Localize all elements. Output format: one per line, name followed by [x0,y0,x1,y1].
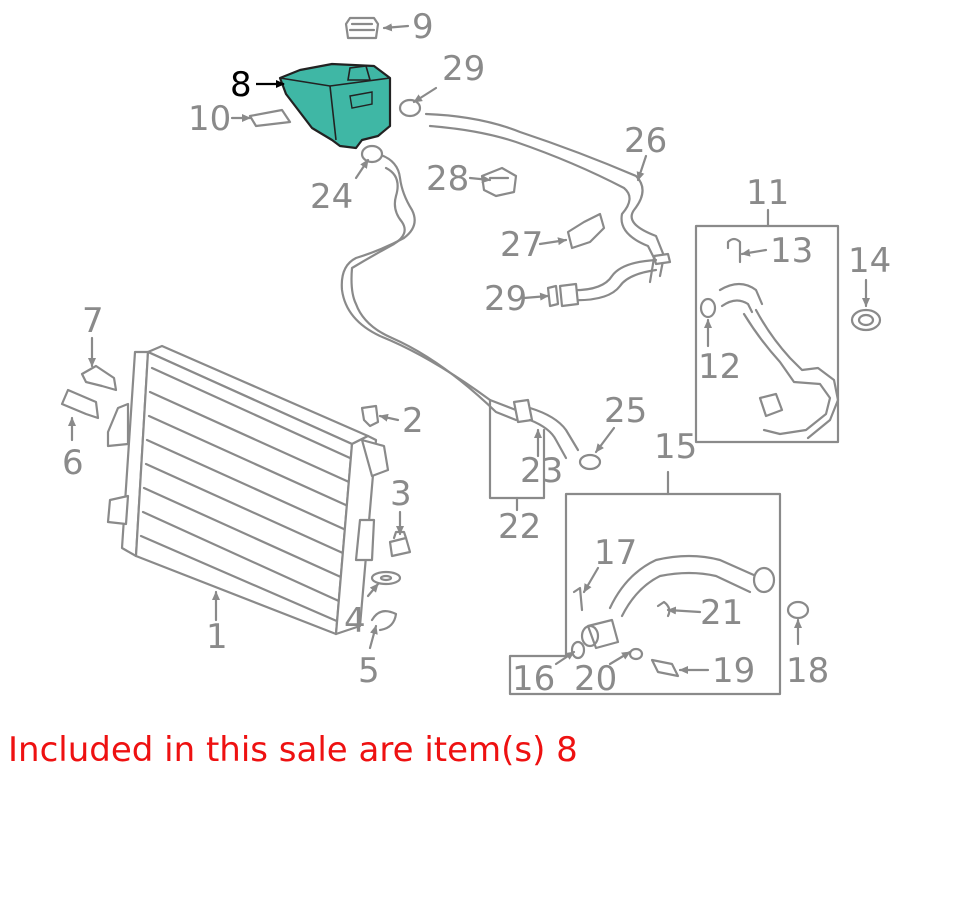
hose-system [340,98,672,471]
part-27-bracket [566,212,606,250]
callout-4: 4 [344,601,366,641]
callout-24: 24 [310,177,353,217]
bracket-22 [488,398,546,512]
callout-7: 7 [82,301,104,341]
callout-5: 5 [358,651,380,691]
callout-8: 8 [230,65,252,105]
callout-27: 27 [500,225,543,265]
part-7-bracket [80,364,118,392]
callout-19: 19 [712,651,755,691]
part-9-cap [344,16,380,40]
callout-1: 1 [206,617,228,657]
callout-28: 28 [426,159,469,199]
leader-arrows [68,23,870,674]
coolant-reservoir-part-8 [278,62,392,150]
callout-26: 26 [624,121,667,161]
callout-17: 17 [594,533,637,573]
callout-23: 23 [520,451,563,491]
callout-13: 13 [770,231,813,271]
callout-6: 6 [62,443,84,483]
callout-18: 18 [786,651,829,691]
callout-22: 22 [498,507,541,547]
part-29-clip [546,284,560,308]
part-10-bracket [248,108,292,128]
callout-2: 2 [402,401,424,441]
callout-12: 12 [698,347,741,387]
callout-3: 3 [390,474,412,514]
sale-caption: Included in this sale are item(s) 8 [8,730,578,770]
part-6-bracket [60,388,100,420]
part-3-grommet [388,530,412,558]
callout-29-lower: 29 [484,279,527,319]
group-11-box [694,208,840,444]
callout-29-upper: 29 [442,49,485,89]
part-28-clamp [480,166,518,198]
callout-labels: 1 2 3 4 5 6 7 8 9 10 11 12 13 14 15 16 1… [62,7,891,699]
callout-21: 21 [700,593,743,633]
callout-25: 25 [604,391,647,431]
callout-20: 20 [574,659,617,699]
part-2-clip [360,404,380,428]
callout-9: 9 [412,7,434,47]
parts-diagram: 1 2 3 4 5 6 7 8 9 10 11 12 13 14 15 16 1… [60,7,891,699]
callout-15: 15 [654,427,697,467]
part-5-clip [370,609,398,632]
part-4-washer [370,570,402,586]
callout-16: 16 [512,659,555,699]
callout-10: 10 [188,99,231,139]
callout-14: 14 [848,241,891,281]
part-14-clamp [850,308,882,332]
callout-11: 11 [746,173,789,213]
radiator [106,344,390,636]
